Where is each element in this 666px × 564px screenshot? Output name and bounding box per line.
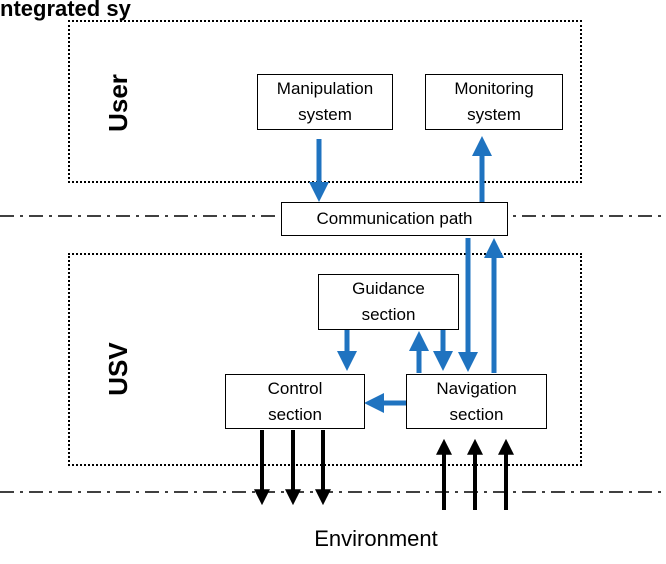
manipulation-system-label-line1: Manipulation [276, 79, 374, 98]
navigation-section-label-line1: Navigation [436, 378, 517, 398]
communication-path-box: Communication path [281, 202, 508, 236]
communication-path-label: Communication path [316, 209, 473, 228]
guidance-section-label-line2: section [361, 305, 416, 324]
monitoring-system-box: Monitoring system [425, 74, 563, 130]
navigation-section-label-line2: section [449, 404, 504, 424]
manipulation-system-label-line2: system [298, 105, 352, 124]
guidance-section-label-line1: Guidance [352, 279, 425, 298]
navigation-section-box: Navigation section [406, 374, 547, 429]
manipulation-system-box: Manipulation system [257, 74, 393, 130]
control-section-box: Control section [225, 374, 365, 429]
control-section-label-line2: section [268, 404, 322, 424]
monitoring-system-label-line2: system [467, 105, 521, 124]
monitoring-system-label-line1: Monitoring [454, 79, 534, 98]
guidance-section-box: Guidance section [318, 274, 459, 330]
partial-title-text: ntegrated sy [0, 0, 131, 21]
control-section-label-line1: Control [267, 378, 323, 398]
environment-label: Environment [314, 526, 438, 551]
